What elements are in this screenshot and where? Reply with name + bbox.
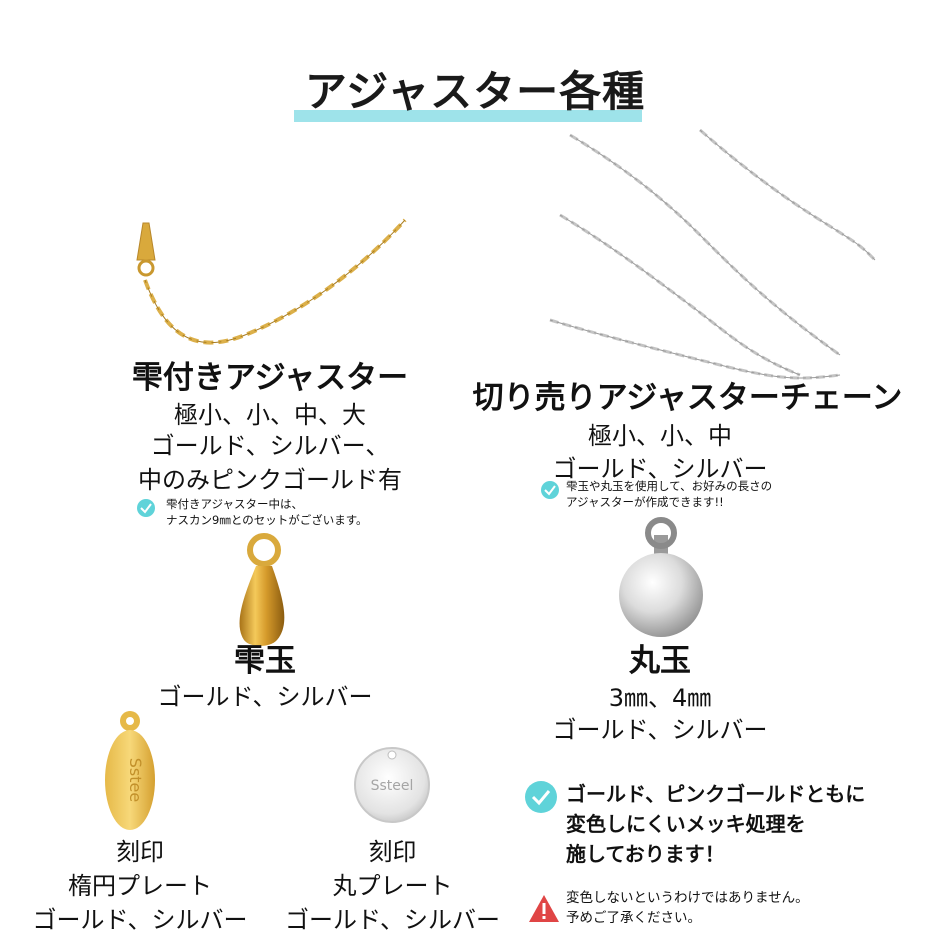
check-icon xyxy=(525,781,557,813)
drop-adjuster-colors: ゴールド、シルバー、 xyxy=(150,432,390,460)
drop-ball-colors: ゴールド、シルバー xyxy=(157,683,373,711)
round-plate-image: Ssteel xyxy=(354,747,430,823)
gold-drop-ball-image xyxy=(239,533,285,646)
round-plate-label: 刻印 xyxy=(368,838,417,866)
cut-chain-note-1: 雫玉や丸玉を使用して、お好みの長さの xyxy=(566,479,773,493)
drop-adjuster-note-1: 雫付きアジャスター中は、 xyxy=(166,497,303,511)
title-underline xyxy=(294,110,642,122)
warning-text-2: 予めご了承ください。 xyxy=(566,910,701,926)
drop-adjuster-pinkgold: 中のみピンクゴールド有 xyxy=(138,466,402,494)
silver-chain-image xyxy=(549,128,877,380)
silver-round-ball-image xyxy=(619,517,703,637)
oval-plate-colors: ゴールド、シルバー xyxy=(32,906,248,934)
gold-drop-adjuster-image xyxy=(136,218,407,345)
round-ball-name: 丸玉 xyxy=(629,643,691,679)
cut-chain-name: 切り売りアジャスターチェーン xyxy=(472,380,903,416)
cut-chain-sizes: 極小、小、中 xyxy=(588,422,732,450)
title-container: アジャスター各種 xyxy=(0,62,950,122)
round-plate-colors: ゴールド、シルバー xyxy=(284,906,501,934)
drop-adjuster-sizes: 極小、小、中、大 xyxy=(174,401,366,429)
oval-plate-image: Sstee xyxy=(105,711,155,830)
cut-chain-note-2: アジャスターが作成できます!! xyxy=(566,495,724,509)
plating-note-3: 施しております！ xyxy=(566,842,725,866)
cut-chain-colors: ゴールド、シルバー xyxy=(552,455,768,483)
check-icon xyxy=(137,499,155,517)
plating-note-2: 変色しにくいメッキ処理を xyxy=(566,812,806,836)
drop-adjuster-note-2: ナスカン9㎜とのセットがございます。 xyxy=(166,513,368,527)
drop-ball-name: 雫玉 xyxy=(234,643,296,679)
round-plate-stamp: Ssteel xyxy=(371,778,414,794)
round-ball-colors: ゴールド、シルバー xyxy=(552,716,768,744)
warning-icon xyxy=(529,895,559,922)
drop-adjuster-name: 雫付きアジャスター xyxy=(131,360,409,396)
check-icon xyxy=(541,481,559,499)
oval-plate-shape: 楕円プレート xyxy=(68,872,212,900)
oval-plate-label: 刻印 xyxy=(116,838,164,866)
page-title: アジャスター各種 xyxy=(304,67,646,116)
round-plate-shape: 丸プレート xyxy=(332,872,453,900)
plating-note-1: ゴールド、ピンクゴールドともに xyxy=(566,782,866,806)
warning-text-1: 変色しないというわけではありません。 xyxy=(566,890,809,906)
oval-plate-stamp: Sstee xyxy=(126,758,145,802)
round-ball-sizes: 3㎜、4㎜ xyxy=(608,684,712,712)
